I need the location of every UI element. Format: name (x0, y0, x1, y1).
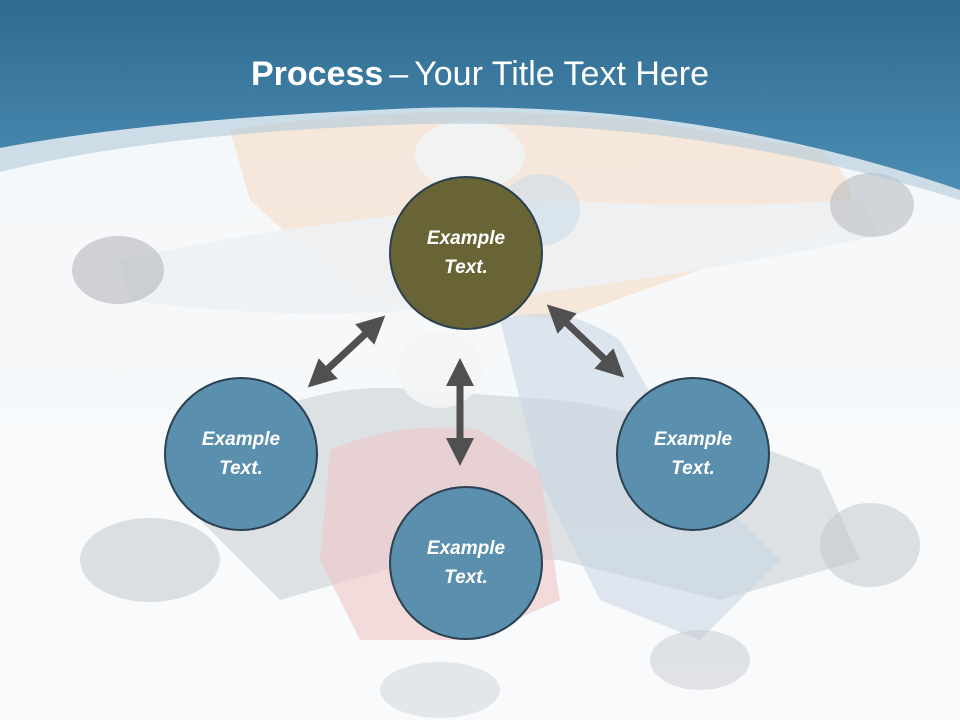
node-top-line1: Example (426, 228, 506, 249)
header-band (0, 0, 960, 200)
title-rest-part: Your Title Text Here (414, 55, 710, 93)
process-node-bottom: Example Text. (389, 486, 543, 640)
process-node-left: Example Text. (164, 377, 318, 531)
arrow-top-left (307, 315, 386, 388)
node-top-line2: Text. (444, 257, 488, 278)
title-separator: – (389, 55, 409, 93)
title-bold-part: Process (250, 55, 384, 93)
process-node-top: Example Text. (389, 176, 543, 330)
node-left-line2: Text. (219, 458, 263, 479)
node-right-line1: Example (653, 429, 733, 450)
process-node-right: Example Text. (616, 377, 770, 531)
node-left-line1: Example (201, 429, 281, 450)
node-bottom-line2: Text. (444, 567, 488, 588)
node-bottom-line1: Example (426, 538, 506, 559)
node-right-line2: Text. (671, 458, 715, 479)
slide-title: Process–Your Title Text Here (0, 52, 960, 96)
arrow-top-right (546, 304, 625, 378)
